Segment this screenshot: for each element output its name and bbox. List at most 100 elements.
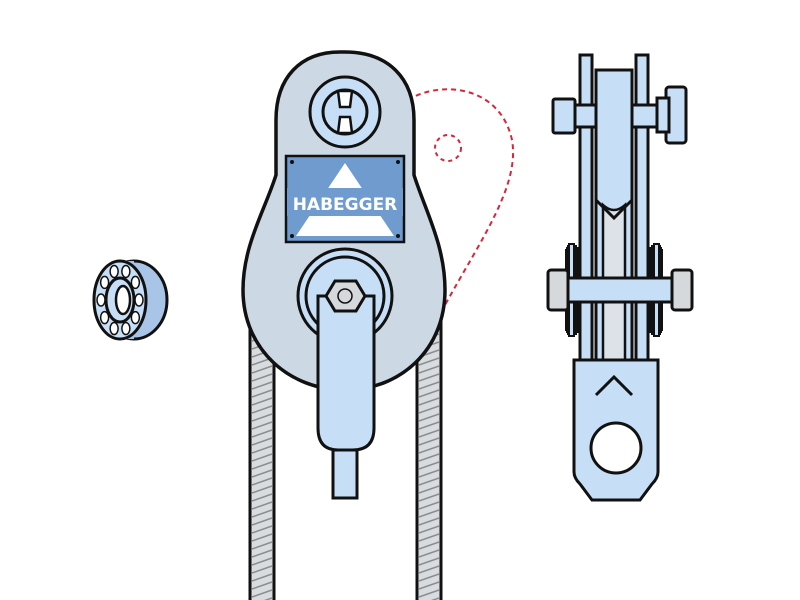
rope-twist	[251, 381, 273, 390]
rope-twist	[251, 517, 273, 526]
brand-name: HABEGGER	[293, 195, 398, 215]
strap-shank	[331, 448, 359, 500]
rope-twist	[431, 597, 440, 600]
rope-twist	[251, 437, 273, 446]
axle-bolt-shank	[550, 276, 692, 304]
rope-twist	[418, 477, 440, 486]
plate-rivet-bl	[290, 234, 294, 238]
bearing-ball	[109, 321, 119, 336]
swivel-strap	[316, 294, 376, 452]
bearing-ball	[109, 264, 119, 279]
plate-rivet-tr	[396, 160, 400, 164]
rope-twist	[251, 397, 273, 406]
rope-twist	[418, 589, 440, 598]
rope-twist	[251, 573, 273, 582]
side-cheek-plate	[578, 53, 594, 362]
rope-twist	[418, 453, 440, 462]
rope-twist	[418, 445, 440, 454]
rope-twist	[251, 477, 273, 486]
rope-twist	[418, 509, 440, 518]
rope-twist	[251, 493, 273, 502]
rope-twist	[251, 373, 273, 382]
open-side-plate-outline	[407, 88, 515, 306]
rope-twist	[418, 405, 440, 414]
rope-twist	[251, 405, 273, 414]
plate-rivet-tl	[290, 160, 294, 164]
rope-twist	[251, 541, 273, 550]
rope-twist	[418, 381, 440, 390]
rope-twist	[251, 581, 273, 590]
rope-twist	[251, 501, 273, 510]
rope-twist	[418, 565, 440, 574]
axle-nut-center	[337, 288, 353, 304]
top-bolt-head	[551, 97, 577, 135]
rope-twist	[251, 389, 273, 398]
axle-bolt-head	[546, 268, 570, 312]
rope-twist	[251, 485, 273, 494]
rope-twist	[418, 517, 440, 526]
rope-twist	[251, 469, 273, 478]
bearing-ball	[130, 275, 141, 290]
rope-twist	[251, 589, 273, 598]
bearing-ball	[99, 275, 110, 290]
bearing-ball	[130, 310, 141, 325]
rope-twist	[251, 413, 273, 422]
rope-twist	[418, 581, 440, 590]
rope-twist	[251, 509, 273, 518]
bearing-ball	[134, 293, 144, 307]
rope-twist	[418, 549, 440, 558]
rope-twist	[251, 445, 273, 454]
rope-twist	[251, 565, 273, 574]
hidden-pivot-circle	[434, 134, 462, 162]
split-pin-top	[336, 89, 354, 109]
bearing-ball	[96, 293, 106, 307]
rope-twist	[251, 453, 273, 462]
axle-nut	[324, 279, 367, 313]
rope-twist	[418, 373, 440, 382]
pulley-side-view-icon	[546, 53, 694, 502]
top-bolt-washer	[655, 96, 671, 134]
rope-twist	[418, 573, 440, 582]
rope-twist	[418, 365, 440, 374]
bearing-bore	[114, 284, 132, 316]
rope-twist	[251, 461, 273, 470]
rope-twist	[251, 533, 273, 542]
rope-twist	[418, 525, 440, 534]
bearing-ball	[99, 310, 110, 325]
side-cheek-plate-right	[634, 53, 650, 362]
rope-twist	[251, 365, 273, 374]
rope-twist	[251, 429, 273, 438]
rope-twist	[418, 461, 440, 470]
brand-text-backing	[287, 188, 403, 216]
clevis-eye-hole	[589, 421, 643, 475]
rope-twist	[418, 421, 440, 430]
rope-twist	[418, 413, 440, 422]
split-pin-bottom	[336, 115, 354, 135]
rope-twist	[251, 549, 273, 558]
rope-twist	[251, 421, 273, 430]
bearing-balls	[96, 264, 144, 336]
sheave-top-v	[594, 198, 634, 221]
hidden-plate-outline	[407, 88, 515, 306]
rope-twist	[418, 389, 440, 398]
rope-twist	[418, 485, 440, 494]
clevis-top-v	[594, 374, 634, 397]
pulley-block-icon: HABEGGER	[241, 50, 447, 500]
rope-twist	[264, 597, 273, 600]
rope-twist	[418, 493, 440, 502]
rope-twist	[418, 533, 440, 542]
rope-twist	[418, 557, 440, 566]
bearing-ball	[121, 264, 131, 279]
rope-twist	[418, 429, 440, 438]
rope-twist	[418, 541, 440, 550]
axle-bolt-nut	[670, 268, 694, 312]
rope-twist	[418, 469, 440, 478]
rope-twist	[418, 397, 440, 406]
bearing-ball	[121, 321, 131, 336]
rope-twist	[251, 557, 273, 566]
wire-rope-icon	[248, 318, 443, 600]
rope-twist	[418, 357, 440, 366]
ball-bearing-icon	[92, 259, 169, 341]
